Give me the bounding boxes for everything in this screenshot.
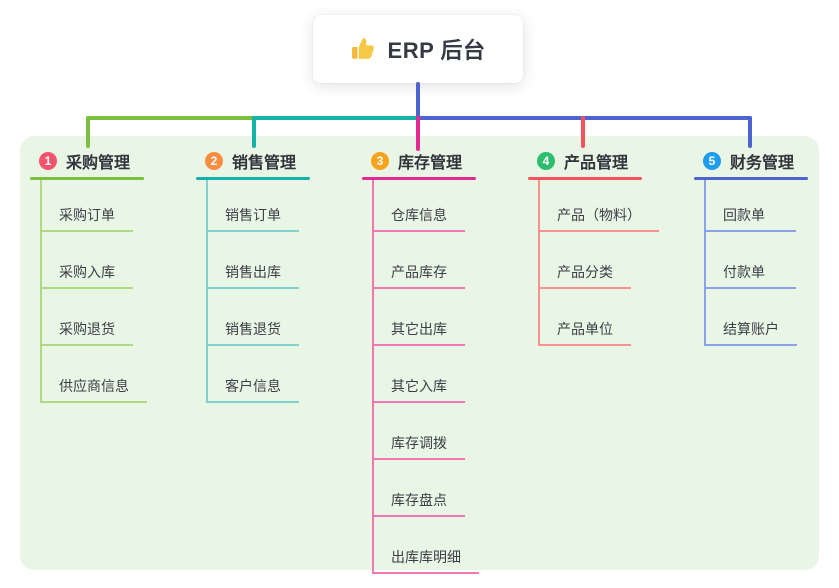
branch-product-title[interactable]: 4 产品管理 (528, 148, 690, 174)
branch-purchase-title[interactable]: 1 采购管理 (30, 148, 192, 174)
branch-underline (362, 177, 476, 180)
branch-underline (694, 177, 808, 180)
node-item[interactable]: 采购退货 (42, 289, 133, 346)
node-item[interactable]: 库存调拨 (374, 403, 465, 460)
connector-horizontal-branch1 (86, 116, 256, 120)
thumbs-up-icon (351, 38, 374, 59)
node-item[interactable]: 结算账户 (706, 289, 797, 346)
connector-drop-branch1 (86, 116, 90, 148)
branch-sales: 2 销售管理 销售订单 销售出库 销售退货 客户信息 (196, 148, 358, 403)
branch-finance: 5 财务管理 回款单 付款单 结算账户 (694, 148, 839, 346)
node-item[interactable]: 采购订单 (42, 180, 133, 232)
branch-label: 财务管理 (730, 155, 795, 172)
node-item[interactable]: 出库库明细 (374, 517, 479, 574)
node-item[interactable]: 付款单 (706, 232, 796, 289)
branch-finance-title[interactable]: 5 财务管理 (694, 148, 839, 174)
node-item[interactable]: 其它出库 (374, 289, 465, 346)
branch-underline (196, 177, 310, 180)
branch-label: 销售管理 (232, 155, 297, 172)
branch-product: 4 产品管理 产品（物料） 产品分类 产品单位 (528, 148, 690, 346)
branch-sales-title[interactable]: 2 销售管理 (196, 148, 358, 174)
node-item[interactable]: 供应商信息 (42, 346, 147, 403)
badge-1: 1 (39, 152, 57, 170)
node-item[interactable]: 产品库存 (374, 232, 465, 289)
branch-label: 采购管理 (66, 155, 131, 172)
branch-children: 仓库信息 产品库存 其它出库 其它入库 库存调拨 库存盘点 出库库明细 (372, 180, 524, 574)
node-item[interactable]: 产品（物料） (540, 180, 659, 232)
node-item[interactable]: 销售出库 (208, 232, 299, 289)
node-item[interactable]: 其它入库 (374, 346, 465, 403)
node-item[interactable]: 销售退货 (208, 289, 299, 346)
branch-children: 销售订单 销售出库 销售退货 客户信息 (206, 180, 358, 403)
connector-drop-branch2 (252, 116, 256, 148)
node-item[interactable]: 库存盘点 (374, 460, 465, 517)
connector-horizontal-branch5 (418, 116, 752, 120)
branch-children: 产品（物料） 产品分类 产品单位 (538, 180, 690, 346)
root-node-erp[interactable]: ERP 后台 (313, 15, 523, 83)
connector-root (416, 82, 420, 119)
badge-3: 3 (371, 152, 389, 170)
branch-underline (528, 177, 642, 180)
branch-children: 采购订单 采购入库 采购退货 供应商信息 (40, 180, 192, 403)
branch-purchase: 1 采购管理 采购订单 采购入库 采购退货 供应商信息 (30, 148, 192, 403)
node-item[interactable]: 回款单 (706, 180, 796, 232)
node-item[interactable]: 产品分类 (540, 232, 631, 289)
badge-2: 2 (205, 152, 223, 170)
branch-label: 库存管理 (398, 155, 463, 172)
node-item[interactable]: 客户信息 (208, 346, 299, 403)
node-item[interactable]: 产品单位 (540, 289, 631, 346)
node-item[interactable]: 仓库信息 (374, 180, 465, 232)
badge-5: 5 (703, 152, 721, 170)
connector-drop-branch5 (748, 116, 752, 148)
connector-drop-branch3 (416, 116, 420, 151)
node-item[interactable]: 销售订单 (208, 180, 299, 232)
branch-underline (30, 177, 144, 180)
node-item[interactable]: 采购入库 (42, 232, 133, 289)
branch-inventory-title[interactable]: 3 库存管理 (362, 148, 524, 174)
branch-children: 回款单 付款单 结算账户 (704, 180, 839, 346)
connector-drop-branch4 (581, 116, 585, 148)
branch-label: 产品管理 (564, 155, 629, 172)
badge-4: 4 (537, 152, 555, 170)
connector-horizontal-branch2 (252, 116, 418, 120)
root-title: ERP 后台 (387, 38, 486, 63)
branch-inventory: 3 库存管理 仓库信息 产品库存 其它出库 其它入库 库存调拨 库存盘点 出库库… (362, 148, 524, 574)
branches-panel (20, 136, 819, 570)
